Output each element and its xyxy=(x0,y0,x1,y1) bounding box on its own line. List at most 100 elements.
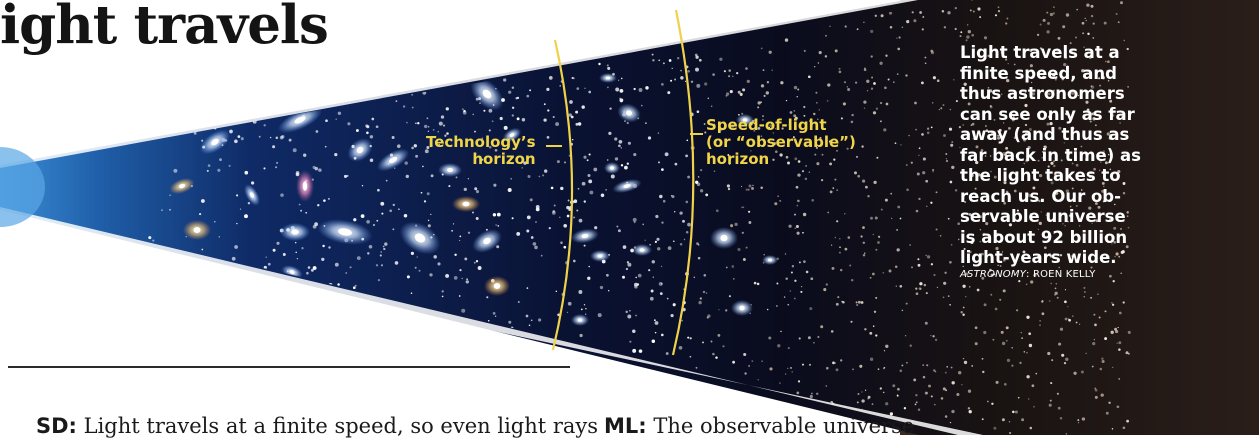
star xyxy=(579,333,583,338)
star xyxy=(1099,367,1103,371)
star xyxy=(453,276,458,280)
star xyxy=(757,126,761,130)
star xyxy=(649,244,651,246)
star xyxy=(1117,326,1119,329)
star xyxy=(760,135,763,138)
star xyxy=(1114,329,1119,334)
star xyxy=(1070,126,1075,130)
star xyxy=(787,347,790,350)
star xyxy=(427,126,430,128)
star xyxy=(880,208,883,211)
star xyxy=(656,247,661,251)
star xyxy=(1031,92,1036,96)
star xyxy=(915,394,918,397)
star xyxy=(797,173,801,177)
star xyxy=(906,361,908,364)
caption-text: Light travels at a finite speed, and thu… xyxy=(960,43,1250,281)
star xyxy=(296,258,299,260)
star xyxy=(538,318,542,322)
star xyxy=(624,165,628,170)
star xyxy=(353,286,356,290)
star xyxy=(298,203,301,206)
star xyxy=(954,6,957,10)
star xyxy=(990,170,992,173)
star xyxy=(515,97,518,100)
star xyxy=(998,128,1002,132)
star xyxy=(838,67,841,70)
star xyxy=(960,310,963,314)
star xyxy=(814,66,816,68)
star xyxy=(1067,306,1069,308)
star xyxy=(696,242,699,245)
star xyxy=(1053,6,1055,8)
star xyxy=(280,193,284,197)
star xyxy=(817,118,819,120)
star xyxy=(760,186,763,190)
caption-line: the light takes to xyxy=(960,166,1121,185)
star xyxy=(481,137,483,139)
star xyxy=(588,265,590,268)
star xyxy=(512,147,515,150)
star xyxy=(322,244,325,248)
star xyxy=(861,399,865,403)
star xyxy=(292,148,297,153)
star xyxy=(938,108,941,111)
star xyxy=(860,301,864,304)
star xyxy=(201,199,205,203)
star xyxy=(432,129,435,131)
star xyxy=(930,126,933,129)
star xyxy=(244,214,248,219)
star xyxy=(472,113,475,116)
star xyxy=(909,344,912,347)
star xyxy=(607,86,609,89)
star xyxy=(343,174,348,178)
star xyxy=(949,108,952,111)
star xyxy=(1071,315,1074,317)
star xyxy=(380,251,383,253)
star xyxy=(870,87,874,90)
star xyxy=(665,352,669,355)
star xyxy=(581,181,586,186)
star xyxy=(529,198,533,202)
star xyxy=(169,208,171,211)
star xyxy=(670,79,673,82)
star xyxy=(687,175,691,179)
star xyxy=(511,114,514,117)
star xyxy=(944,271,947,274)
star xyxy=(1067,152,1071,156)
star xyxy=(1102,200,1105,203)
star xyxy=(614,157,619,161)
star xyxy=(547,109,550,112)
observable-horizon-label-line: (or “observable”) xyxy=(706,133,856,151)
star xyxy=(546,87,550,91)
star xyxy=(698,300,702,305)
star xyxy=(1092,37,1095,39)
star xyxy=(1030,81,1033,84)
star xyxy=(863,107,866,109)
star xyxy=(1083,296,1085,298)
star xyxy=(627,141,631,145)
star xyxy=(862,226,865,229)
star xyxy=(867,195,870,198)
star xyxy=(1101,189,1105,193)
star xyxy=(1113,134,1116,136)
right-column-label: ML: xyxy=(604,414,647,438)
star xyxy=(1061,78,1064,81)
star xyxy=(454,253,457,257)
star xyxy=(573,216,576,219)
star xyxy=(392,228,395,231)
star xyxy=(987,400,989,403)
star xyxy=(1080,145,1083,148)
star xyxy=(876,156,879,159)
star xyxy=(1060,174,1062,177)
star xyxy=(461,277,463,280)
star xyxy=(926,364,929,367)
star xyxy=(862,253,866,257)
observable-horizon-label-line: horizon xyxy=(706,150,770,168)
star xyxy=(1103,21,1107,25)
star xyxy=(567,301,572,306)
star xyxy=(794,116,798,120)
star xyxy=(315,130,319,133)
star xyxy=(585,313,587,315)
star xyxy=(475,190,480,194)
